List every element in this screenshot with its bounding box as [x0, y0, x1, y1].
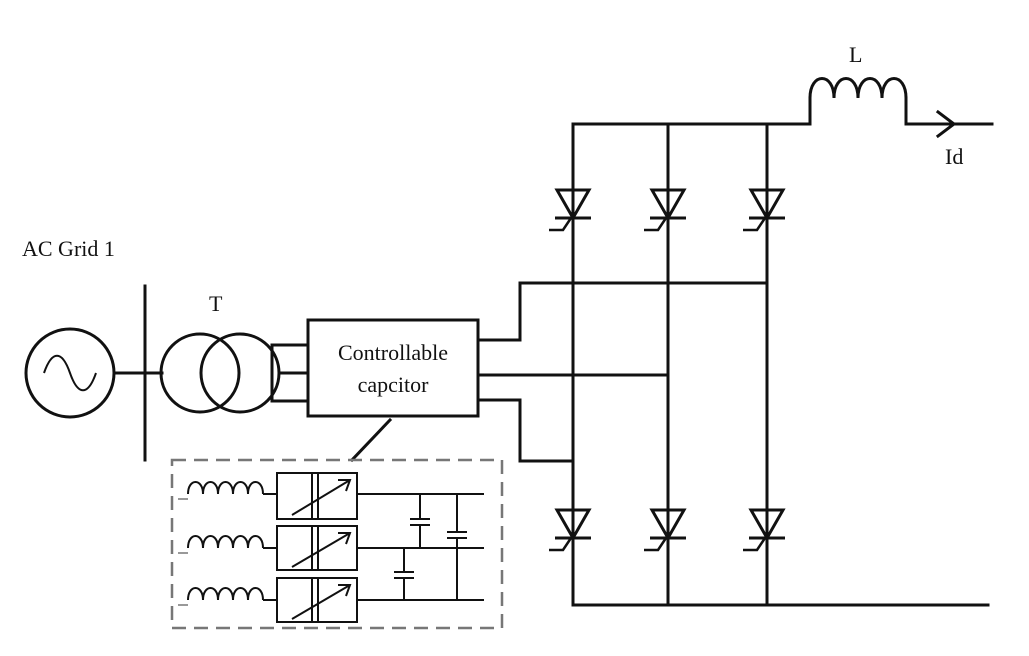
- current-arrow-icon: [935, 109, 957, 139]
- ac-grid-label: AC Grid 1: [22, 236, 115, 261]
- controllable-capacitor-block: [306, 318, 480, 418]
- block-label-line1: Controllable: [338, 340, 448, 365]
- transformer-symbol: [159, 332, 281, 414]
- detail-phase-3: [178, 577, 484, 623]
- detail-dashed-box: [170, 458, 504, 630]
- detail-phase-1: [178, 472, 484, 520]
- detail-circuit: [178, 472, 484, 623]
- block-label-line2: capcitor: [358, 372, 430, 397]
- transformer-label: T: [209, 291, 223, 316]
- detail-capacitors: [394, 494, 467, 600]
- detail-phase-2: [178, 525, 484, 571]
- inductor-label: L: [849, 42, 862, 67]
- dc-inductor-symbol: [808, 77, 994, 126]
- ac-source-symbol: [24, 327, 116, 419]
- current-label: Id: [945, 144, 963, 169]
- thyristor-bridge: [547, 122, 990, 607]
- transformer-output-wires: [270, 343, 310, 403]
- detail-callout-line: [349, 417, 393, 463]
- block-output-wires: [476, 281, 769, 463]
